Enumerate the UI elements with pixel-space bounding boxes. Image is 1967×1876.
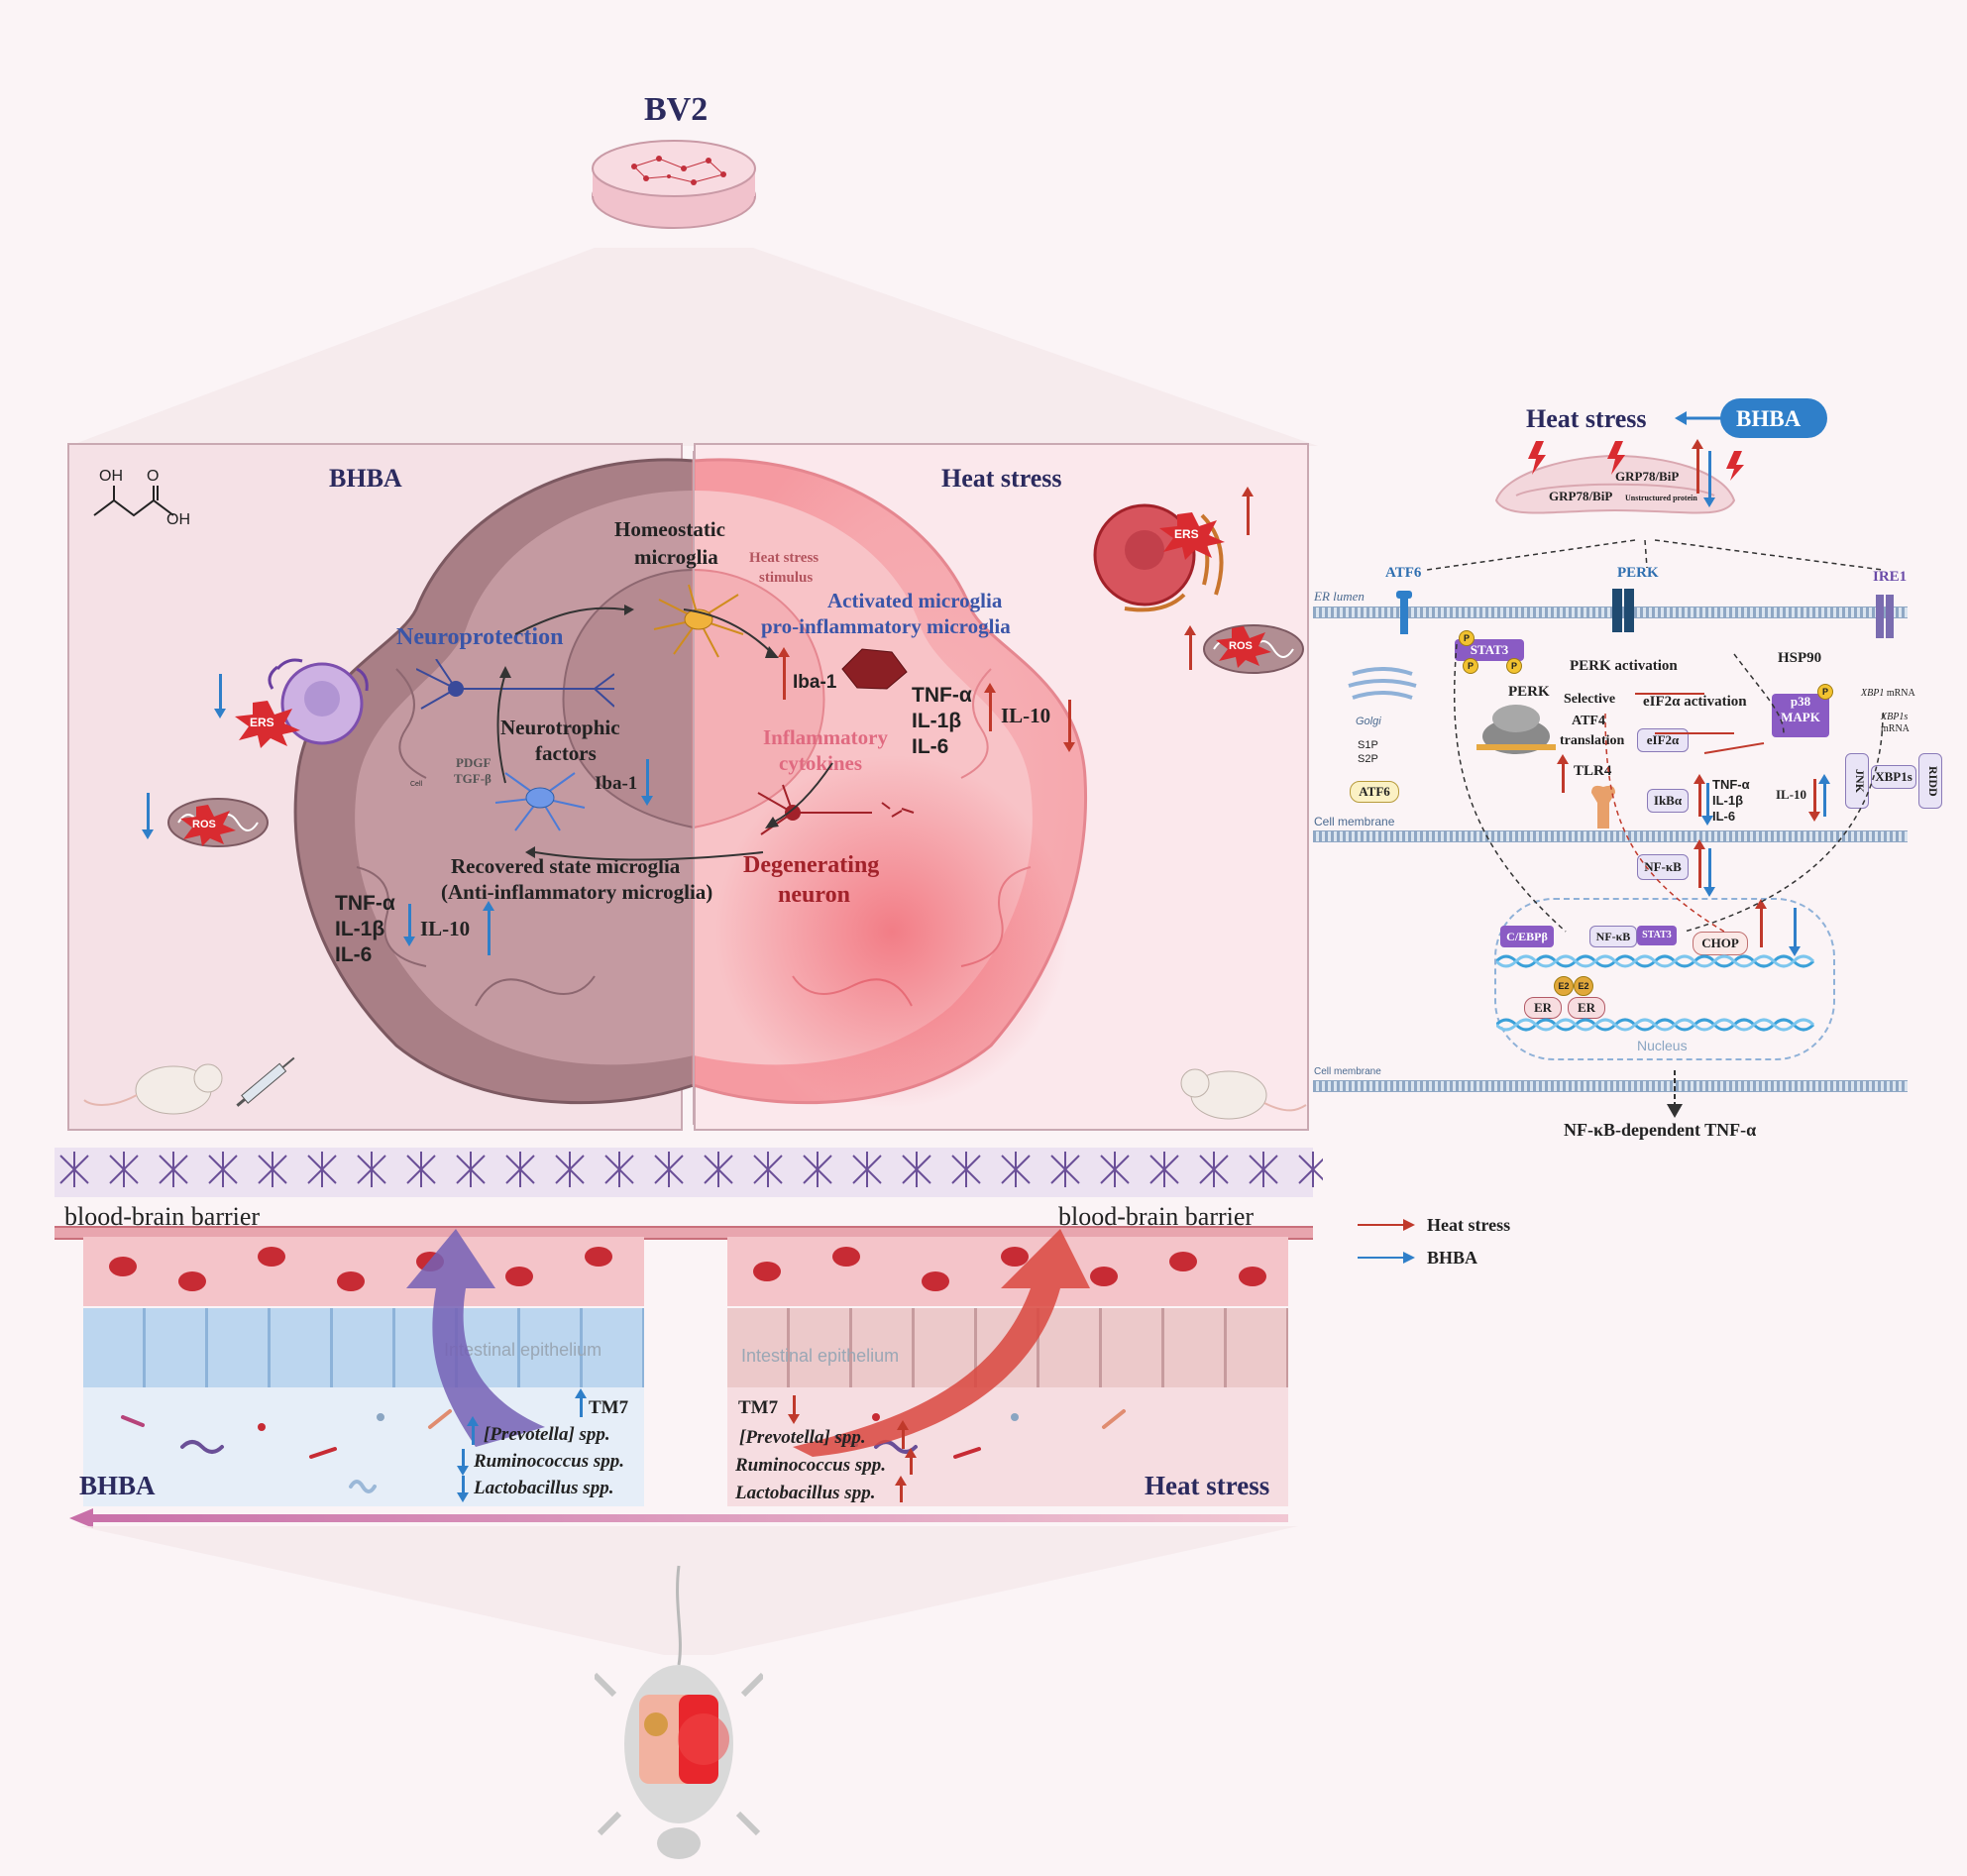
right-il10-label: IL-10 — [1001, 704, 1050, 728]
dna-strand-1 — [1496, 949, 1823, 973]
er-lumen-label: ER lumen — [1314, 589, 1365, 605]
e2-a: E2 — [1554, 976, 1574, 996]
left-mouse-icon — [79, 1050, 228, 1120]
unstructured-label: Unstructured protein — [1625, 494, 1697, 502]
gut-brain-arrows — [277, 1229, 1130, 1457]
right-mouse-icon — [1169, 1055, 1308, 1125]
cell-label: Cell — [410, 781, 422, 788]
right-cytokine-il1b: IL-1β — [912, 710, 961, 733]
right-il10-down-arrow — [1068, 700, 1071, 743]
s2p-label: S2P — [1358, 753, 1378, 765]
brain-flow-arrows — [476, 585, 892, 882]
right-taxa-tm7: TM7 — [738, 1397, 778, 1419]
bbb-left-label: blood-brain barrier — [64, 1202, 260, 1232]
left-cytokine-tnf: TNF-α — [335, 892, 395, 916]
right-taxa-ruminococcus-arrow — [910, 1457, 913, 1475]
result-arrow — [1665, 1070, 1685, 1120]
left-taxa-ruminococcus-arrow — [462, 1449, 465, 1467]
left-cytokine-il6: IL-6 — [335, 943, 372, 967]
molecule-oh-top: OH — [99, 468, 123, 486]
er-dashed-arrows — [1417, 530, 1893, 590]
pathway-inhibit-arrow — [1675, 408, 1724, 428]
petri-dish-icon — [585, 139, 763, 238]
pathway-bhba-label: BHBA — [1736, 406, 1801, 432]
degenerating-label-2: neuron — [778, 882, 850, 909]
left-cytokine-down-arrow — [408, 904, 411, 938]
left-taxa-tm7-arrow — [580, 1397, 583, 1417]
left-taxa-prevotella-arrow — [472, 1425, 475, 1445]
dissected-mouse-icon — [595, 1546, 763, 1863]
heat-bolt-icons — [1526, 441, 1744, 481]
legend-bhba-label: BHBA — [1427, 1248, 1477, 1269]
legend-bhba-arrow — [1358, 1250, 1417, 1266]
right-taxa-prevotella-arrow — [902, 1429, 905, 1449]
stimulus-label-1: Heat stress — [749, 550, 819, 567]
left-ers-label: ERS — [250, 716, 274, 729]
atf6-box: ATF6 — [1350, 781, 1399, 803]
molecule-oh-right: OH — [166, 511, 190, 529]
bbb-right-label: blood-brain barrier — [1058, 1202, 1254, 1232]
funnel-shape — [0, 228, 1967, 456]
left-taxa-lactobacillus: Lactobacillus spp. — [474, 1478, 613, 1499]
e2-b: E2 — [1574, 976, 1593, 996]
left-taxa-lactobacillus-arrow — [462, 1476, 465, 1493]
left-il10-label: IL-10 — [420, 917, 470, 941]
right-cytokine-up-arrow — [989, 692, 992, 731]
right-ros-label: ROS — [1229, 640, 1253, 652]
legend-heat-label: Heat stress — [1427, 1215, 1510, 1236]
right-panel-title: Heat stress — [941, 464, 1062, 494]
left-taxa-tm7: TM7 — [589, 1397, 628, 1419]
cell-membrane-2 — [1313, 1080, 1908, 1092]
left-ros-down-arrow — [147, 793, 150, 830]
right-taxa-tm7-arrow — [793, 1395, 796, 1415]
cell-membrane-label-1: Cell membrane — [1314, 815, 1394, 828]
s1p-label: S1P — [1358, 739, 1378, 751]
gut-heat-label: Heat stress — [1145, 1471, 1269, 1501]
bbb-astrocyte-row — [55, 1140, 1323, 1209]
right-taxa-lactobacillus-arrow — [900, 1485, 903, 1502]
result-label: NF-κB-dependent TNF-α — [1564, 1120, 1756, 1141]
dna-strand-2 — [1496, 1013, 1823, 1037]
right-cytokine-il6: IL-6 — [912, 735, 948, 759]
right-cytokine-tnf: TNF-α — [912, 684, 972, 708]
pathway-connection-arrows — [1407, 614, 1903, 951]
right-taxa-ruminococcus: Ruminococcus spp. — [735, 1455, 886, 1477]
right-ros-up-arrow — [1189, 634, 1192, 670]
right-ers-label: ERS — [1174, 527, 1199, 541]
left-ros-label: ROS — [192, 819, 216, 830]
right-taxa-prevotella: [Prevotella] spp. — [739, 1427, 866, 1449]
molecule-o: O — [147, 468, 159, 486]
pathway-heat-stress: Heat stress — [1526, 404, 1647, 434]
left-taxa-prevotella: [Prevotella] spp. — [484, 1424, 610, 1446]
right-ers-up-arrow — [1247, 496, 1250, 535]
left-il10-up-arrow — [488, 910, 491, 955]
legend-heat-arrow — [1358, 1217, 1417, 1233]
nucleus-label: Nucleus — [1637, 1038, 1688, 1053]
cell-membrane-label-2: Cell membrane — [1314, 1066, 1381, 1077]
right-taxa-lactobacillus: Lactobacillus spp. — [735, 1483, 875, 1504]
homeostatic-label-2: microglia — [634, 545, 718, 570]
grp78-b: GRP78/BiP — [1549, 489, 1612, 504]
left-taxa-ruminococcus: Ruminococcus spp. — [474, 1451, 624, 1473]
bv2-title: BV2 — [644, 91, 708, 129]
left-ers-down-arrow — [219, 674, 222, 710]
syringe-icon — [228, 1046, 307, 1115]
ridd-box: RIDD — [1918, 753, 1942, 809]
left-cytokine-il1b: IL-1β — [335, 918, 384, 941]
left-panel-title: BHBA — [329, 464, 402, 494]
atf6-label: ATF6 — [1385, 565, 1421, 582]
gut-bhba-label: BHBA — [79, 1471, 156, 1501]
homeostatic-label-1: Homeostatic — [614, 517, 725, 542]
